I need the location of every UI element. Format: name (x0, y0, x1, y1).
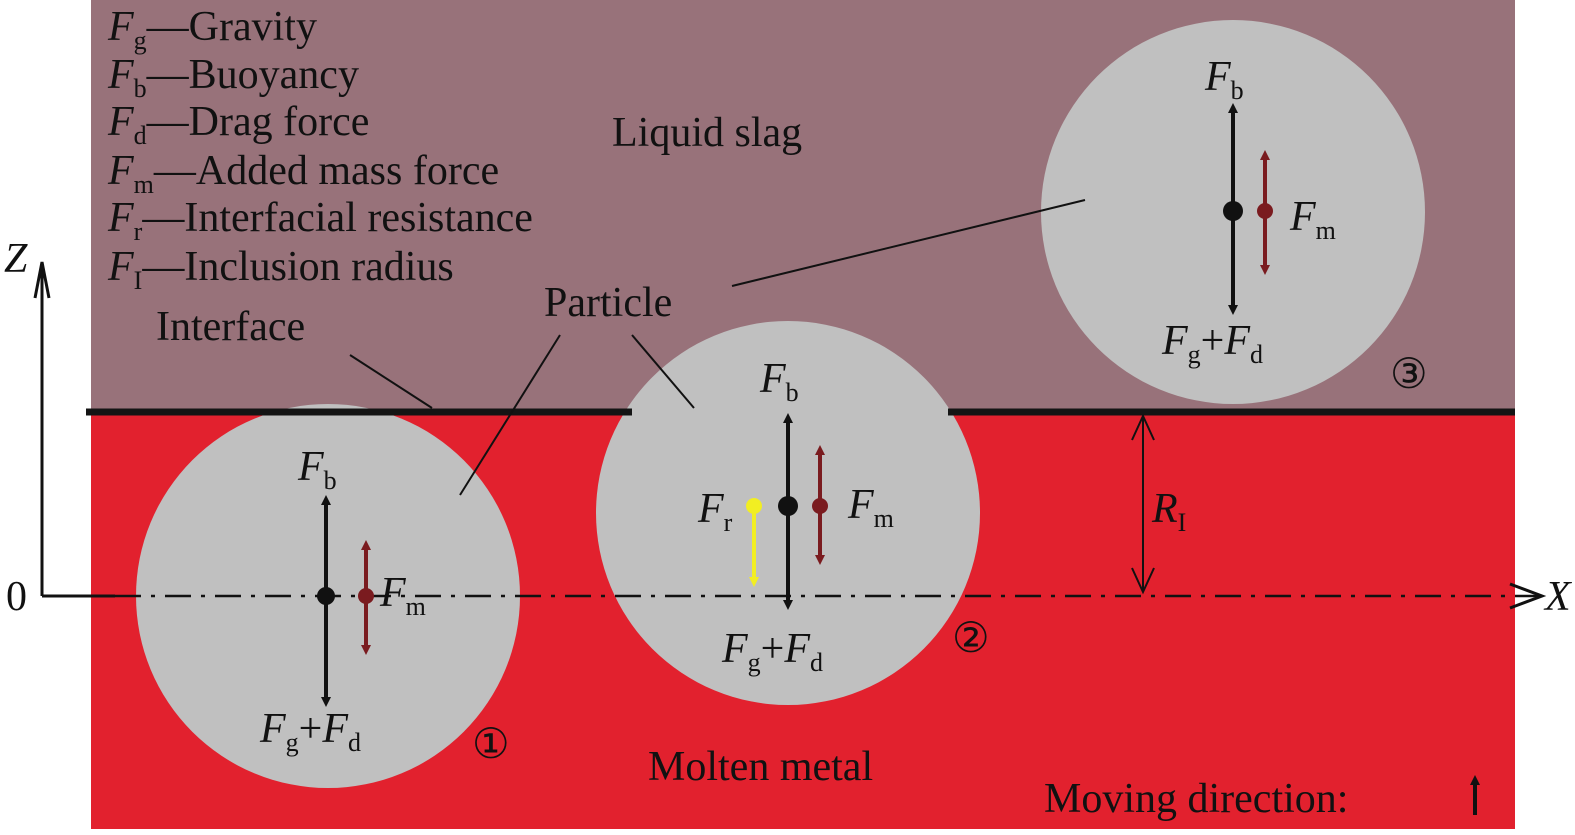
particle-label: Particle (544, 280, 672, 326)
added-mass-point-3 (1257, 203, 1273, 219)
radius-arrowhead-bottom (1131, 567, 1155, 595)
gravity-drag-label-2: Fg+Fd (721, 626, 823, 677)
legend-item-gravity: Fg—Gravity (107, 4, 317, 55)
x-axis-arrowhead (1509, 582, 1547, 610)
added-mass-point-1 (358, 588, 374, 604)
x-axis-label: X (1543, 574, 1573, 620)
moving-direction-label: Moving direction: (1044, 776, 1348, 822)
particle-leader-line-3 (731, 199, 1086, 287)
particle-centre-2 (778, 496, 798, 516)
legend-item-added-mass: Fm—Added mass force (107, 148, 499, 199)
particle-leader-line-1 (459, 334, 561, 496)
position-marker-3: ③ (1390, 352, 1428, 398)
added-mass-label-3: Fm (1289, 194, 1336, 245)
position-marker-1: ① (472, 722, 510, 768)
inclusion-radius-label: RI (1151, 486, 1186, 537)
interface-leader-line (349, 354, 433, 409)
buoyancy-label-1: Fb (297, 444, 337, 495)
z-axis-arrowhead (33, 261, 51, 299)
particle-leader-line-2 (631, 334, 695, 409)
radius-arrowhead-top (1131, 413, 1155, 441)
legend-item-buoyancy: Fb—Buoyancy (107, 52, 359, 103)
legend-item-drag: Fd—Drag force (107, 99, 369, 150)
z-axis-label: Z (4, 236, 28, 282)
legend-item-inclusion-radius: FI—Inclusion radius (107, 244, 454, 295)
buoyancy-label-3: Fb (1204, 54, 1244, 105)
added-mass-point-2 (812, 498, 828, 514)
gravity-drag-label-1: Fg+Fd (259, 706, 361, 757)
gravity-drag-label-3: Fg+Fd (1161, 318, 1263, 369)
added-mass-label-2: Fm (847, 482, 894, 533)
interface-label: Interface (156, 304, 305, 350)
liquid-slag-label: Liquid slag (612, 110, 802, 156)
molten-metal-label: Molten metal (648, 744, 873, 790)
interfacial-resistance-point (746, 498, 762, 514)
particle-centre-1 (317, 587, 335, 605)
position-marker-2: ② (952, 616, 990, 662)
legend-item-interfacial-resistance: Fr—Interfacial resistance (107, 195, 533, 246)
particle-centre-3 (1223, 201, 1243, 221)
buoyancy-label-2: Fb (759, 356, 799, 407)
interfacial-resistance-label: Fr (697, 486, 733, 537)
added-mass-label-1: Fm (379, 570, 426, 621)
origin-label: 0 (6, 574, 27, 620)
